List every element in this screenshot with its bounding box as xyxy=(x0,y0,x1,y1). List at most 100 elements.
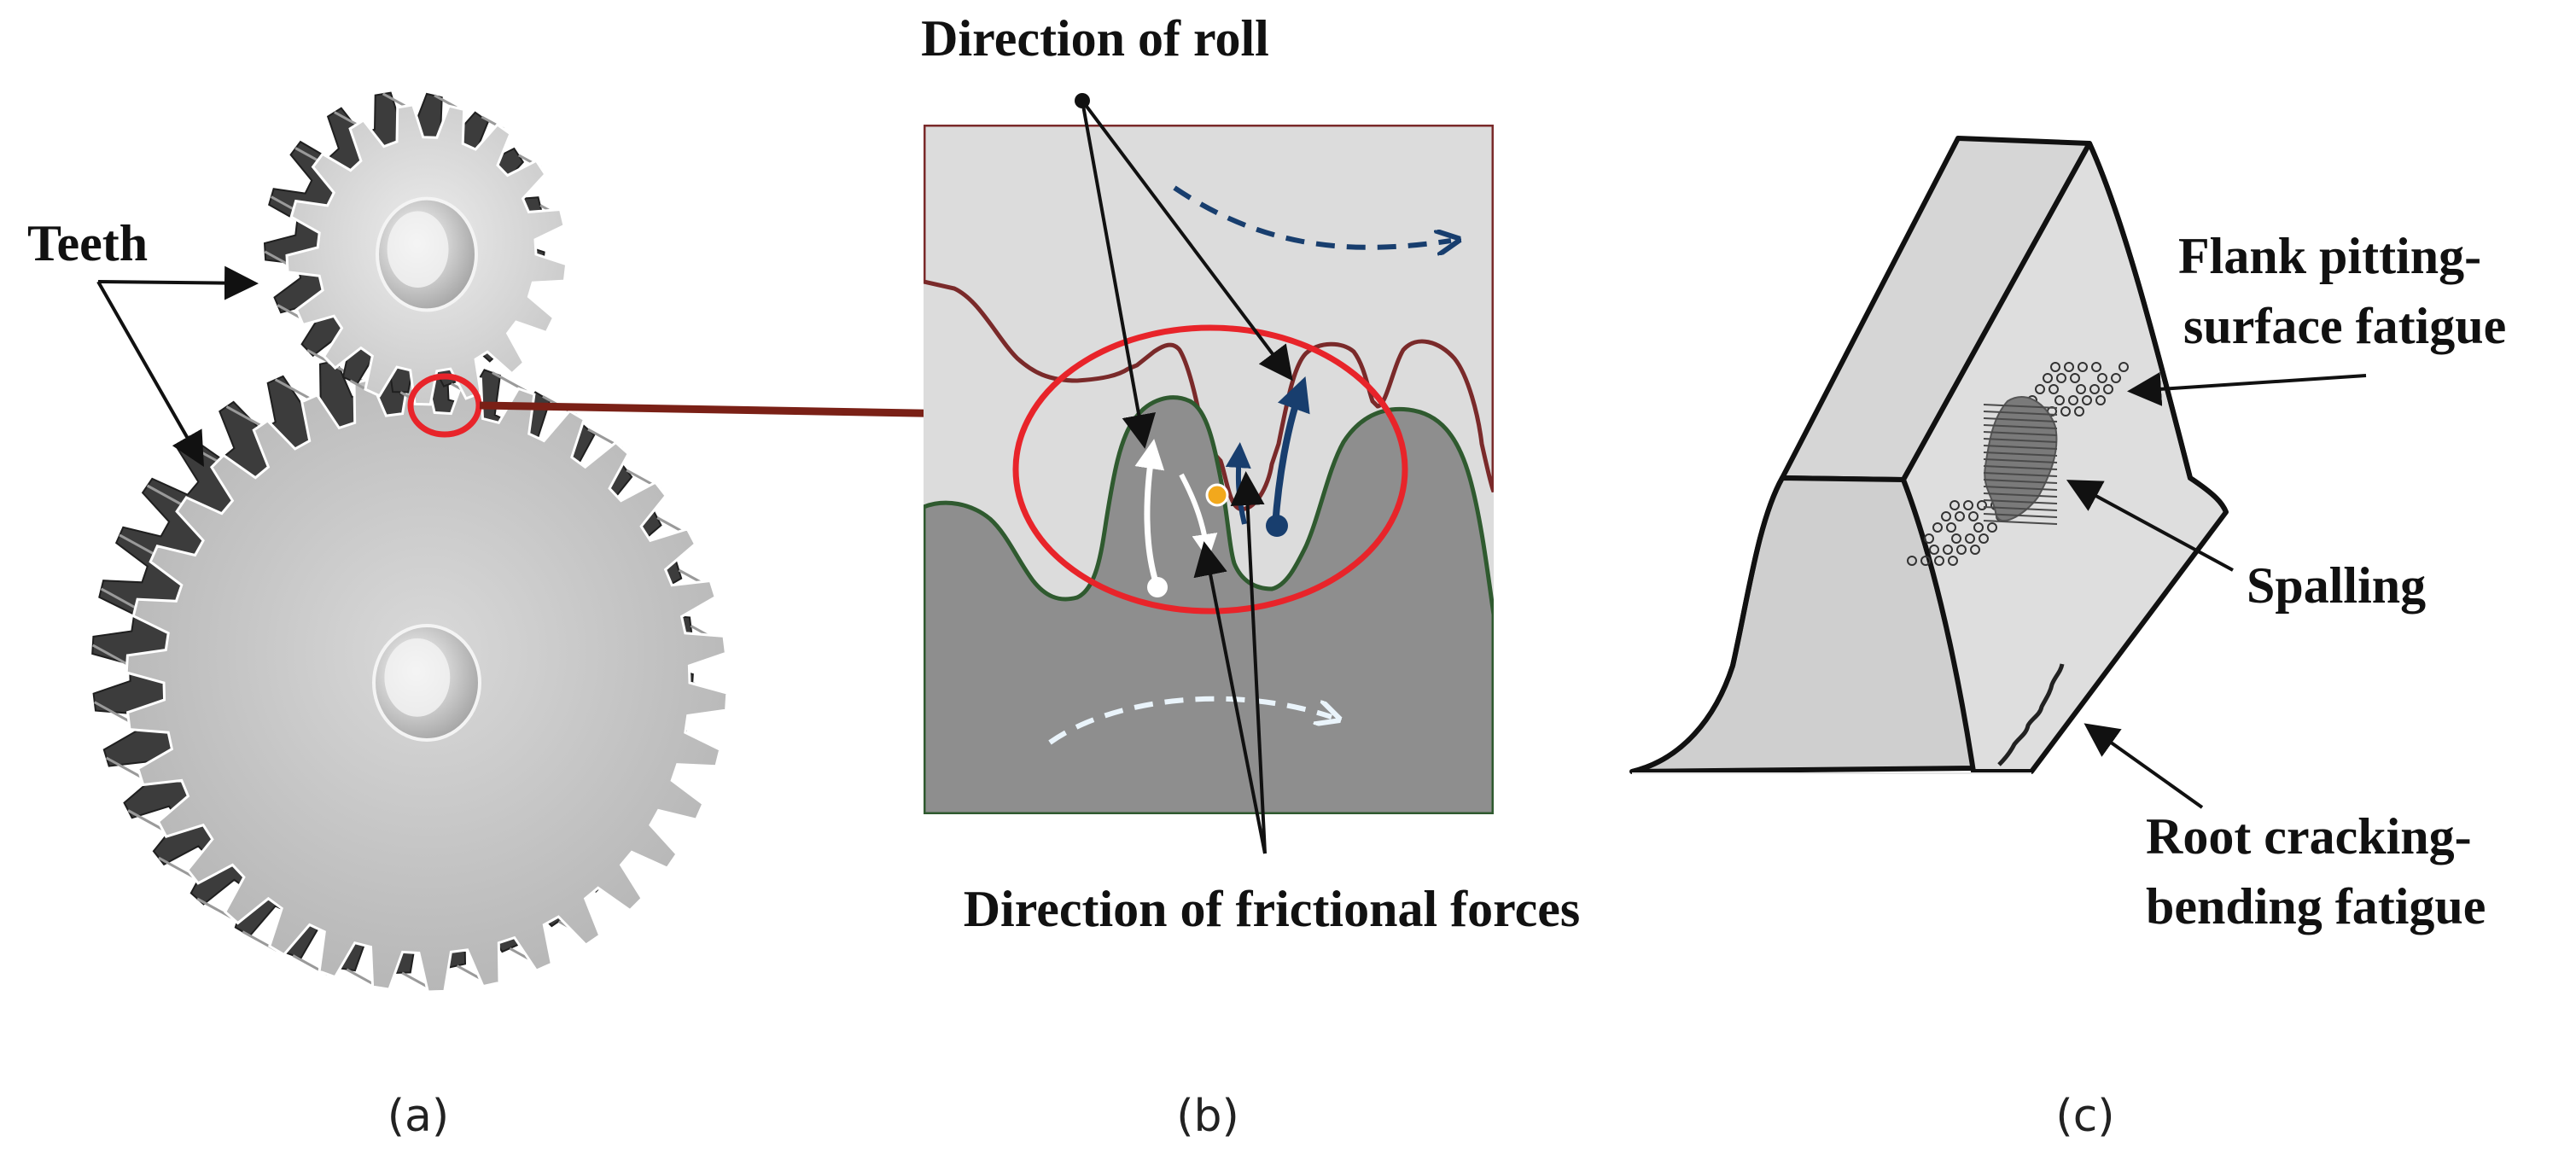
pit-mark xyxy=(2068,395,2078,405)
friction-pointer-to-white xyxy=(1193,541,1267,854)
large-gear-tooth-edge xyxy=(146,484,183,506)
pit-mark xyxy=(1948,556,1958,566)
pit-mark xyxy=(1955,511,1965,521)
spall-hatch-line xyxy=(1983,479,2058,484)
direction-of-frictional-forces-label: Direction of frictional forces xyxy=(964,881,1581,937)
spall-hatch-line xyxy=(1983,431,2058,436)
white-roll-arrow xyxy=(1134,439,1165,589)
root-cracking-label-line2: bending fatigue xyxy=(2146,878,2486,935)
pit-mark xyxy=(2060,406,2071,417)
spall-hatch-line xyxy=(1983,472,2058,477)
teeth-pointer-upper xyxy=(97,265,259,300)
pit-mark xyxy=(1929,545,1939,555)
panel-b-contact-detail: Direction of roll Direction of frictiona… xyxy=(921,10,1580,1142)
flank-pitting-label-line2: surface fatigue xyxy=(2183,298,2506,354)
large-gear-tooth-edge xyxy=(119,533,154,556)
roll-direction-gear-arrow xyxy=(1048,696,1332,745)
dark-start-dot xyxy=(1266,515,1288,537)
root-crack xyxy=(1997,663,2065,766)
white-start-dot xyxy=(1147,577,1168,597)
pit-mark xyxy=(1932,522,1943,533)
panel-c-tooth-failures: Flank pitting- surface fatigue Spalling … xyxy=(1629,136,2506,1142)
pinion-tooth-edge xyxy=(306,348,330,364)
contact-zone-circle xyxy=(1012,324,1408,615)
pit-mark xyxy=(1924,533,1934,544)
pinion-tooth-edge xyxy=(270,195,294,211)
pinion-tooth-edge xyxy=(264,250,288,265)
pit-mark xyxy=(1920,556,1931,566)
large-gear-tooth-edge xyxy=(196,897,232,919)
pit-mark xyxy=(1963,500,1973,510)
mesh-highlight-ellipse xyxy=(407,373,482,438)
friction-pointer-to-dark xyxy=(1230,471,1267,854)
pit-mark xyxy=(1956,545,1967,555)
panel-c-caption: (c) xyxy=(2055,1091,2114,1142)
spall-hatch-line xyxy=(1983,452,2058,457)
pit-mark xyxy=(1949,500,1960,510)
root-cracking-label-line1: Root cracking- xyxy=(2146,808,2472,865)
spall-hatch-line xyxy=(1983,404,2058,409)
pit-mark xyxy=(1973,522,1984,533)
spalling-pointer xyxy=(2066,480,2234,572)
teeth-pointer-lower xyxy=(96,281,204,467)
pit-mark xyxy=(1979,533,1989,544)
direction-of-roll-label: Direction of roll xyxy=(921,10,1269,67)
pit-mark xyxy=(2118,362,2129,372)
pit-mark xyxy=(2074,406,2084,417)
pit-mark xyxy=(1965,533,1975,544)
tooth-right-profile-edge xyxy=(2087,142,2229,514)
pit-mark xyxy=(2064,362,2074,372)
pit-mark xyxy=(1987,522,1997,533)
panel-b-caption: (b) xyxy=(1176,1091,1239,1142)
spall-hatch-line xyxy=(1983,486,2058,491)
pit-mark xyxy=(2050,362,2060,372)
pit-mark xyxy=(1951,533,1961,544)
spall-hatch-line xyxy=(1983,520,2058,525)
pinion-tooth-edge xyxy=(382,92,406,108)
large-gear-tooth-edge xyxy=(274,378,311,400)
spall-hatch-line xyxy=(1983,513,2058,518)
pit-mark xyxy=(1934,556,1944,566)
pinion-tooth-edge xyxy=(294,147,318,162)
pit-mark xyxy=(2076,384,2086,394)
pinion-tooth-profile xyxy=(924,125,1494,511)
pit-mark xyxy=(2078,362,2088,372)
pit-mark xyxy=(2056,373,2066,383)
tooth-left-profile-edge xyxy=(1631,476,1785,774)
pinion-bore-inner xyxy=(387,211,449,288)
spall-hatch-line xyxy=(1983,438,2058,443)
spall-hatch-line xyxy=(1983,445,2058,450)
pit-mark xyxy=(1977,500,1987,510)
root-crack-pointer xyxy=(2084,723,2204,809)
pit-mark xyxy=(1941,511,1951,521)
large-gear-tooth-edge xyxy=(91,644,128,666)
spall-hatch-line xyxy=(1983,465,2058,470)
spalling-label: Spalling xyxy=(2247,557,2426,614)
large-gear-tooth-edge xyxy=(100,587,137,609)
small-pinion-gear xyxy=(263,91,568,406)
large-gear-tooth-edge xyxy=(127,809,163,830)
spall-hatch-line xyxy=(1983,417,2058,422)
pit-mark xyxy=(2035,384,2045,394)
spall-hatch-line xyxy=(1983,492,2058,498)
pit-mark xyxy=(2070,373,2080,383)
pit-mark xyxy=(1907,556,1917,566)
spall-hatch-line xyxy=(1983,424,2058,429)
dark-roll-arrow xyxy=(1272,376,1310,527)
spall-hatch-line xyxy=(1983,506,2058,511)
pitting-pointer xyxy=(2127,371,2367,406)
pit-mark xyxy=(1970,545,1980,555)
pit-mark xyxy=(2111,373,2121,383)
pit-mark xyxy=(2043,373,2053,383)
large-gear-bore-inner xyxy=(384,638,451,717)
pit-mark xyxy=(2082,395,2092,405)
panel-a-caption: (a) xyxy=(388,1091,449,1142)
pit-mark xyxy=(2049,384,2059,394)
spall-hatch-line xyxy=(1983,499,2058,504)
pit-mark xyxy=(2103,384,2113,394)
roll-pointer-to-dark xyxy=(1081,99,1293,382)
panel-a-gears: Teeth (a) xyxy=(27,91,1023,1142)
large-gear-tooth-edge xyxy=(105,756,142,778)
pit-mark xyxy=(2097,373,2107,383)
pit-mark xyxy=(2089,384,2100,394)
